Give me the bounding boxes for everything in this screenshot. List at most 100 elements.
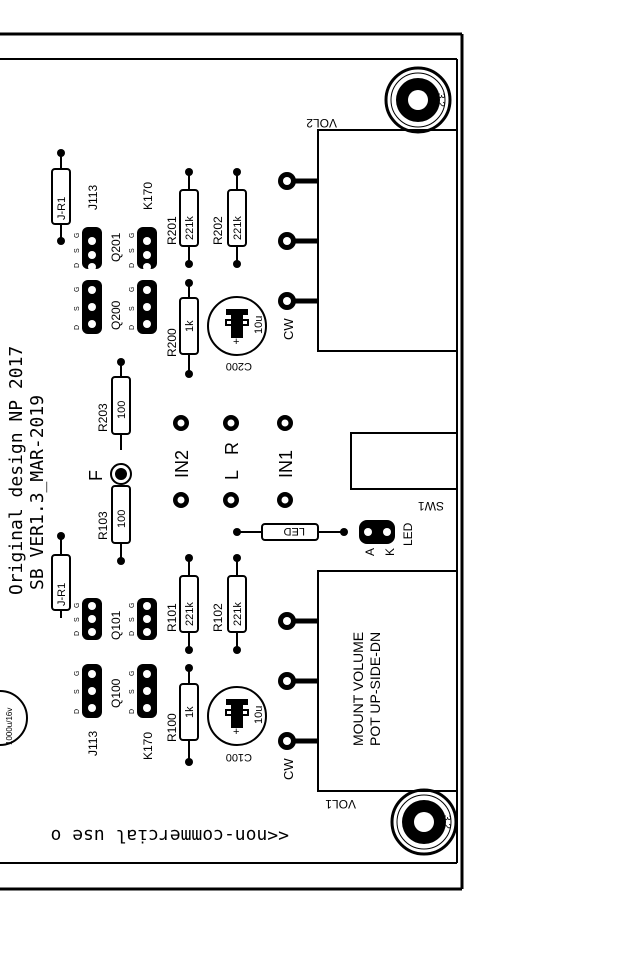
- transistor-q100-k170: D S G K170: [129, 664, 157, 760]
- hole-label: 3.2: [435, 93, 446, 107]
- pin-g: G: [74, 233, 81, 238]
- pin-d: D: [129, 709, 136, 714]
- mount-note-line2: POT UP-SIDE-DN: [367, 632, 383, 746]
- r102-label: R102: [211, 603, 225, 632]
- big-cap-value: 1000u/16v: [5, 708, 14, 745]
- capacitor-big: 1000u/16v: [0, 690, 28, 746]
- capacitor-c200: + 10u C200: [207, 296, 267, 372]
- transistor-q200-k170: D S G: [129, 280, 157, 334]
- k-label: K: [383, 548, 397, 556]
- mounting-hole-top: 3.2: [384, 66, 452, 134]
- footer-note: <<non-commercial use o: [51, 825, 289, 846]
- pin-s: S: [74, 617, 81, 622]
- k170-label: K170: [141, 182, 155, 210]
- pot-vol2: VOL2 CW: [278, 116, 458, 352]
- pin-s: S: [74, 306, 81, 311]
- pin-g: G: [74, 671, 81, 676]
- resistor-r103: 100 R103: [96, 485, 131, 565]
- in1-label: IN1: [276, 450, 296, 478]
- f-label: F: [86, 470, 106, 481]
- resistor-r201: 221k R201: [165, 168, 199, 268]
- jumper-jr1-top: J-R1: [51, 149, 71, 245]
- sw1-label: SW1: [418, 499, 444, 513]
- a-label: A: [363, 548, 377, 556]
- r200-value: 1k: [184, 320, 196, 332]
- pin-g: G: [129, 233, 136, 238]
- capacitor-c100: + 10u C100: [207, 686, 267, 763]
- r-label: R: [222, 442, 242, 455]
- q101-label: Q101: [109, 610, 123, 640]
- l-label: L: [222, 470, 242, 480]
- transistor-q201-j113: D S G J113: [74, 185, 102, 271]
- c200-label: C200: [226, 360, 252, 372]
- r202-value: 221k: [232, 216, 244, 240]
- r203-label: R203: [96, 403, 110, 432]
- pin-g: G: [129, 671, 136, 676]
- pin-g: G: [129, 603, 136, 608]
- plus-sign: +: [233, 726, 239, 738]
- mount-note-line1: MOUNT VOLUME: [350, 632, 366, 746]
- pin-s: S: [74, 248, 81, 253]
- transistor-q101-k170: D S G: [129, 598, 157, 640]
- c200-value: 10u: [253, 316, 265, 334]
- pin-d: D: [129, 263, 136, 268]
- pin-s: S: [129, 248, 136, 253]
- transistor-q100-j113: D S G J113: [74, 664, 102, 756]
- q201-label: Q201: [109, 232, 123, 262]
- jr1-label: J-R1: [56, 197, 68, 220]
- vol1-label: VOL1: [325, 797, 356, 811]
- input-pads: IN2 L R IN1: [172, 415, 296, 508]
- r103-label: R103: [96, 511, 110, 540]
- c100-value: 10u: [253, 706, 265, 724]
- k170-label: K170: [141, 732, 155, 760]
- r102-value: 221k: [232, 602, 244, 626]
- pin-s: S: [129, 617, 136, 622]
- c100-label: C100: [226, 751, 252, 763]
- r103-value: 100: [116, 510, 128, 528]
- cw-label: CW: [281, 318, 296, 340]
- pin-s: S: [129, 689, 136, 694]
- r203-value: 100: [116, 401, 128, 419]
- resistor-r101: 221k R101: [165, 554, 199, 654]
- pin-g: G: [129, 287, 136, 292]
- pin-d: D: [74, 325, 81, 330]
- r201-value: 221k: [184, 216, 196, 240]
- resistor-r203: 100 R203: [96, 358, 131, 450]
- pin-s: S: [129, 306, 136, 311]
- switch-sw1: SW1: [350, 432, 458, 513]
- led-indicator: LED A K LED: [233, 520, 415, 556]
- transistor-q200-j113: D S G: [74, 280, 102, 334]
- pin-d: D: [74, 263, 81, 268]
- pot-vol1: VOL1 CW MOUNT VOLUME POT UP-SIDE-DN: [278, 570, 458, 811]
- mounting-hole-bottom: 3.2: [390, 788, 458, 856]
- pin-s: S: [74, 689, 81, 694]
- title-line2: SB VER1.3_MAR-2019: [27, 395, 48, 590]
- hole-label: 3.2: [441, 815, 452, 829]
- r100-label: R100: [165, 713, 179, 742]
- resistor-r200: 1k R200: [165, 279, 199, 378]
- r101-value: 221k: [184, 602, 196, 626]
- r100-value: 1k: [184, 706, 196, 718]
- cw-label: CW: [281, 758, 296, 780]
- r101-label: R101: [165, 603, 179, 632]
- plus-sign: +: [233, 336, 239, 348]
- pin-d: D: [129, 631, 136, 636]
- q200-label: Q200: [109, 300, 123, 330]
- pin-d: D: [74, 631, 81, 636]
- r202-label: R202: [211, 216, 225, 245]
- in2-label: IN2: [172, 450, 192, 478]
- title-line1: Original design NP 2017: [6, 346, 27, 595]
- pin-d: D: [129, 325, 136, 330]
- resistor-r102: 221k R102: [211, 554, 247, 654]
- resistor-r202: 221k R202: [211, 168, 247, 268]
- pin-d: D: [74, 709, 81, 714]
- led-silk-label: LED: [284, 525, 305, 537]
- transistor-q201-k170: D S G K170: [129, 182, 157, 271]
- j113-label: J113: [86, 185, 100, 210]
- transistor-q101-j113: D S G: [74, 598, 102, 640]
- r201-label: R201: [165, 216, 179, 245]
- jumper-jr1-bottom: J-R1: [51, 532, 71, 618]
- vol2-label: VOL2: [306, 116, 337, 130]
- f-pad: F: [86, 463, 132, 485]
